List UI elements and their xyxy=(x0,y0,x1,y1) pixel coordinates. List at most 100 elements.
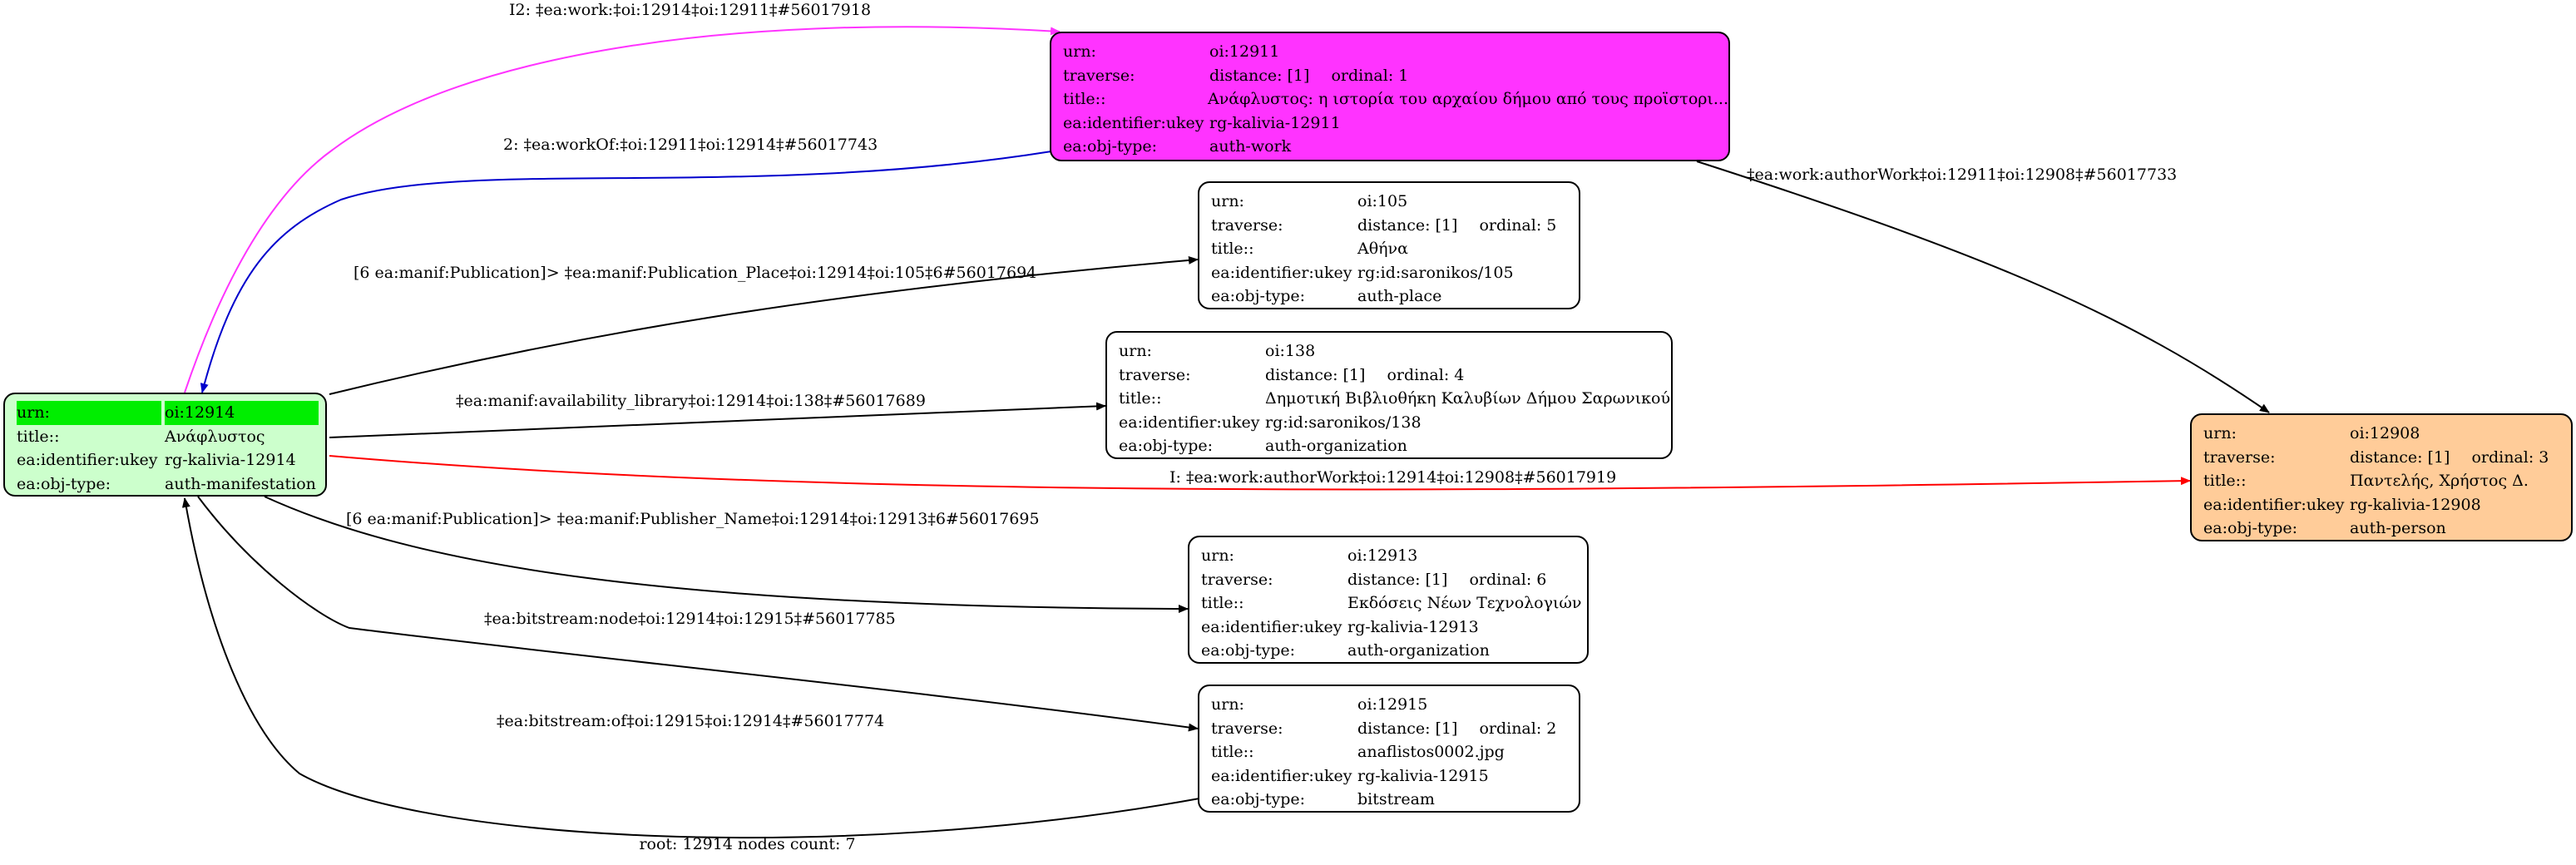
node-row-traverse: traverse:distance: [1]ordinal: 1 xyxy=(1063,64,1728,88)
node-value: bitstream xyxy=(1357,790,1435,808)
node-key: ea:identifier:ukey xyxy=(1119,413,1260,432)
node-row-type: ea:obj-type:auth-place xyxy=(1211,284,1579,309)
node-key: title:: xyxy=(17,427,60,446)
node-value: Ανάφλυστος xyxy=(165,427,265,446)
node-oi-105[interactable]: urn: oi:105 traverse: distance: [1] ordinal… xyxy=(1198,181,1580,309)
node-row-traverse: traverse:distance: [1]ordinal: 4 xyxy=(1119,363,1671,388)
node-row-title: title::Δημοτική Βιβλιοθήκη Καλυβίων Δήμο… xyxy=(1119,387,1671,411)
node-row-urn: urn:oi:12914 xyxy=(17,401,325,425)
node-key: urn: xyxy=(1063,42,1096,61)
node-value: auth-organization xyxy=(1265,437,1407,455)
node-key: ea:obj-type: xyxy=(1119,437,1214,455)
node-key: urn: xyxy=(1211,695,1244,714)
node-key: title:: xyxy=(1211,743,1254,761)
node-key: title:: xyxy=(1063,90,1106,108)
graph-summary-text: root: 12914 nodes count: 7 xyxy=(639,835,856,853)
node-oi-12911[interactable]: urn: oi:12911 traverse:distance: [1]ordin… xyxy=(1050,32,1730,161)
node-value: rg:id:saronikos/105 xyxy=(1357,263,1514,282)
node-oi-12908[interactable]: urn:oi:12908 traverse:distance: [1]ordin… xyxy=(2190,413,2573,541)
node-distance: distance: [1] xyxy=(1357,719,1458,738)
node-oi-138[interactable]: urn:oi:138 traverse:distance: [1]ordinal… xyxy=(1105,331,1673,459)
node-row-traverse: traverse:distance: [1]ordinal: 3 xyxy=(2203,446,2571,470)
node-row-urn: urn:oi:138 xyxy=(1119,339,1671,363)
node-oi-12913[interactable]: urn:oi:12913 traverse:distance: [1]ordin… xyxy=(1188,536,1589,664)
node-value: oi:12914 xyxy=(165,401,319,425)
node-key: ea:identifier:ukey xyxy=(17,451,158,469)
node-row-ukey: ea:identifier:ukey rg-kalivia-12914 xyxy=(17,448,325,472)
node-key: traverse: xyxy=(1119,365,1191,384)
node-ordinal: ordinal: 1 xyxy=(1331,66,1409,85)
node-value: Αθήνα xyxy=(1357,240,1408,258)
node-key: traverse: xyxy=(1211,215,1283,235)
node-key: ea:obj-type: xyxy=(1201,641,1296,660)
node-distance: distance: [1] xyxy=(1357,215,1458,235)
edge-work-line xyxy=(184,26,1061,393)
node-ordinal: ordinal: 5 xyxy=(1479,215,1557,235)
node-row-urn: urn: oi:105 xyxy=(1211,190,1579,214)
node-row-title: title::Παντελής, Χρήστος Δ. xyxy=(2203,469,2571,493)
node-row-type: ea:obj-type: auth-organization xyxy=(1119,434,1671,458)
node-key: ea:identifier:ukey xyxy=(1201,617,1342,636)
node-value: rg:id:saronikos/138 xyxy=(1265,413,1421,432)
edge-workof-label: 2: ‡ea:workOf:‡oi:12911‡oi:12914‡#560177… xyxy=(503,136,878,154)
edge-publisher-line xyxy=(264,496,1189,613)
node-row-urn: urn:oi:12913 xyxy=(1201,544,1587,568)
graph-footer: root: 12914 nodes count: 7 xyxy=(0,835,2576,853)
node-row-traverse: traverse: distance: [1] ordinal: 2 xyxy=(1211,717,1579,741)
node-key: ea:identifier:ukey xyxy=(1063,113,1204,132)
node-row-title: title::Ανάφλυστος: η ιστορία του αρχαίου… xyxy=(1063,87,1728,111)
node-key: traverse: xyxy=(2203,447,2276,467)
node-row-urn: urn: oi:12911 xyxy=(1063,40,1728,64)
node-value: anaflistos0002.jpg xyxy=(1357,743,1505,761)
node-value: Ανάφλυστος: η ιστορία του αρχαίου δήμου … xyxy=(1207,90,1728,108)
node-row-traverse: traverse: distance: [1] ordinal: 5 xyxy=(1211,214,1579,238)
node-key: ea:obj-type: xyxy=(1211,790,1306,808)
node-row-title: title::Αθήνα xyxy=(1211,237,1579,261)
edge-bitstream-node-line xyxy=(197,496,1199,732)
node-value: auth-manifestation xyxy=(165,474,316,493)
edge-library-label: ‡ea:manif:availability_library‡oi:12914‡… xyxy=(456,392,926,410)
node-row-ukey: ea:identifier:ukey rg-kalivia-12913 xyxy=(1201,615,1587,640)
node-row-title: title::anaflistos0002.jpg xyxy=(1211,740,1579,764)
node-key: traverse: xyxy=(1063,66,1135,85)
node-key: ea:obj-type: xyxy=(2203,519,2298,537)
node-value: auth-person xyxy=(2350,519,2446,537)
node-row-title: title::Ανάφλυστος xyxy=(17,425,325,449)
node-key: urn: xyxy=(1119,342,1152,360)
node-key: ea:obj-type: xyxy=(1063,137,1158,156)
node-value: oi:105 xyxy=(1357,192,1408,210)
node-value: oi:12913 xyxy=(1347,546,1418,565)
edge-authorwork-12911-line xyxy=(1696,161,2270,413)
node-ordinal: ordinal: 4 xyxy=(1387,365,1465,384)
node-value: rg-kalivia-12915 xyxy=(1357,766,1489,785)
node-value: auth-place xyxy=(1357,287,1442,305)
edge-authorwork-12914-label: I: ‡ea:work:authorWork‡oi:12914‡oi:12908… xyxy=(1169,468,1616,487)
node-value: rg-kalivia-12914 xyxy=(165,451,296,469)
node-row-type: ea:obj-type:auth-organization xyxy=(1201,639,1587,663)
node-ordinal: ordinal: 6 xyxy=(1469,570,1547,589)
edge-bitstream-of-line xyxy=(181,497,1200,839)
node-ordinal: ordinal: 2 xyxy=(1479,719,1557,738)
node-key: title:: xyxy=(2203,472,2247,490)
node-key: traverse: xyxy=(1211,719,1283,738)
edge-workof-line xyxy=(200,151,1052,393)
node-oi-12915[interactable]: urn:oi:12915 traverse: distance: [1] ordin… xyxy=(1198,685,1580,813)
node-value: rg-kalivia-12913 xyxy=(1347,617,1479,636)
node-row-urn: urn:oi:12915 xyxy=(1211,693,1579,717)
node-value: oi:12911 xyxy=(1209,42,1280,61)
node-value: auth-work xyxy=(1209,137,1292,156)
node-key: ea:identifier:ukey xyxy=(1211,766,1352,785)
node-key: urn: xyxy=(1211,192,1244,210)
node-key: title:: xyxy=(1201,594,1244,612)
node-oi-12914[interactable]: urn:oi:12914 title::Ανάφλυστος ea:identi… xyxy=(3,393,327,497)
node-row-type: ea:obj-type: auth-person xyxy=(2203,517,2571,541)
node-value: rg-kalivia-12908 xyxy=(2350,495,2481,514)
edge-place-label: [6 ea:manif:Publication]> ‡ea:manif:Publ… xyxy=(354,264,1036,282)
node-row-ukey: ea:identifier:ukey rg-kalivia-12915 xyxy=(1211,764,1579,788)
node-distance: distance: [1] xyxy=(1347,570,1448,589)
node-key: urn: xyxy=(17,401,161,425)
